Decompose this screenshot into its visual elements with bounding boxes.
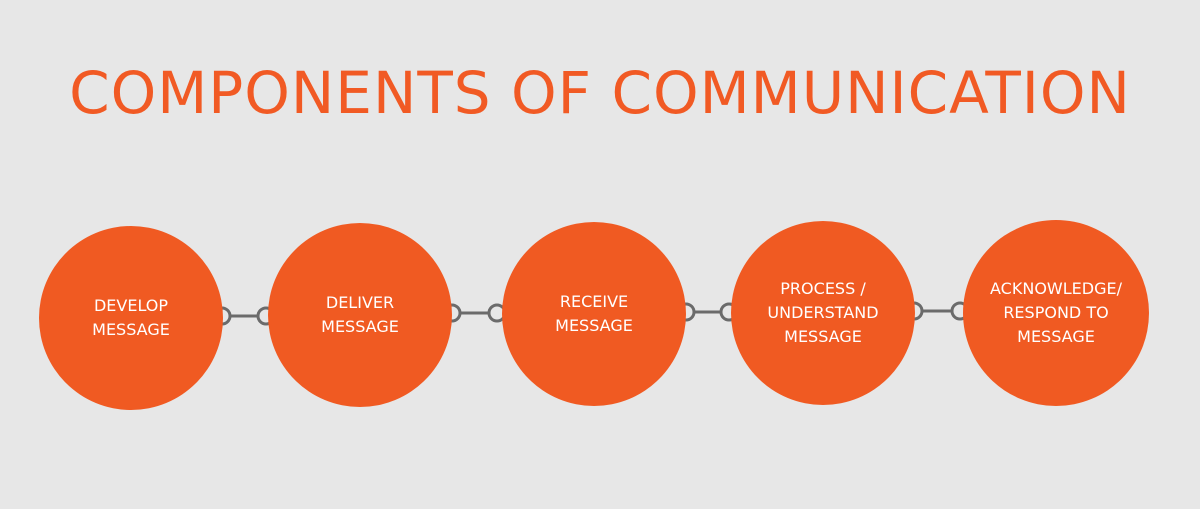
diagram-title: COMPONENTS OF COMMUNICATION [69,59,1131,127]
step-label: DELIVER MESSAGE [321,293,399,336]
step-label: ACKNOWLEDGE/ RESPOND TO MESSAGE [990,279,1122,346]
step-label: PROCESS / UNDERSTAND MESSAGE [767,279,879,346]
step-label: RECEIVE MESSAGE [555,292,633,335]
step-acknowledge-respond-message: ACKNOWLEDGE/ RESPOND TO MESSAGE [963,220,1149,406]
step-label: DEVELOP MESSAGE [92,296,170,339]
step-deliver-message: DELIVER MESSAGE [268,223,452,407]
step-receive-message: RECEIVE MESSAGE [502,222,686,406]
step-develop-message: DEVELOP MESSAGE [39,226,223,410]
step-process-understand-message: PROCESS / UNDERSTAND MESSAGE [731,221,915,405]
